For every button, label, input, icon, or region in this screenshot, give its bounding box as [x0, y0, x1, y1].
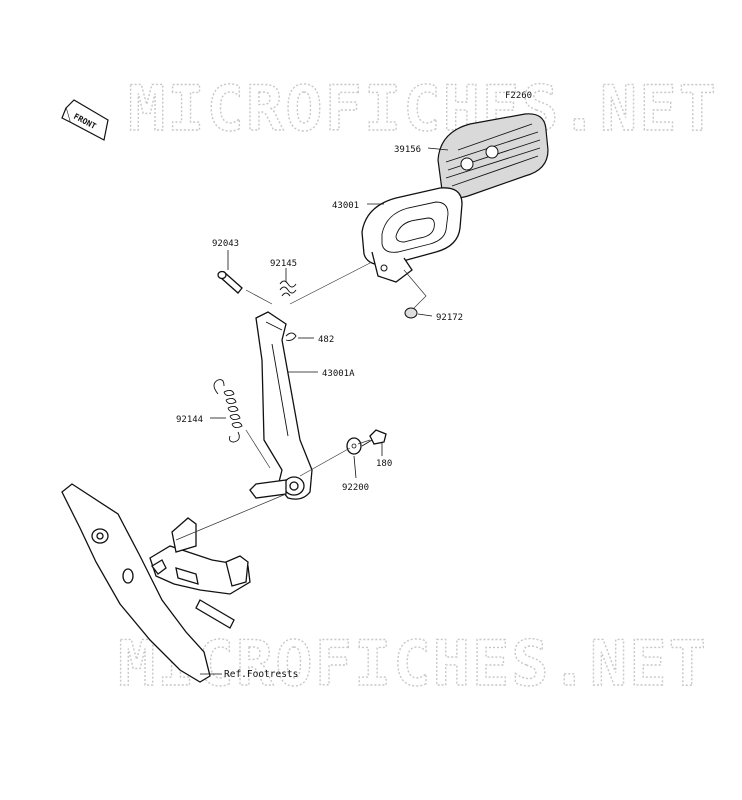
label-43001[interactable]: 43001	[332, 201, 359, 211]
part-92172	[404, 307, 418, 319]
label-92172[interactable]: 92172	[436, 313, 463, 323]
part-180	[361, 429, 387, 447]
part-92145	[279, 280, 297, 297]
part-43001A	[249, 311, 313, 500]
part-92200	[346, 437, 362, 455]
assembly-lines	[175, 261, 427, 541]
footrest-bracket	[61, 483, 251, 683]
watermark-top: MICROFICHES.NET	[128, 72, 718, 145]
part-482	[285, 332, 297, 341]
part-92144	[213, 379, 243, 443]
part-39156	[437, 113, 549, 199]
leader-lines	[200, 147, 449, 675]
watermark-bottom: MICROFICHES.NET	[118, 627, 708, 700]
label-43001A[interactable]: 43001A	[322, 369, 355, 379]
label-92043[interactable]: 92043	[212, 239, 239, 249]
part-43001	[361, 187, 463, 283]
label-482[interactable]: 482	[318, 335, 334, 345]
label-39156[interactable]: 39156	[394, 145, 421, 155]
label-180[interactable]: 180	[376, 459, 392, 469]
label-92144[interactable]: 92144	[176, 415, 203, 425]
part-92043	[217, 270, 243, 294]
label-92200[interactable]: 92200	[342, 483, 369, 493]
label-92145[interactable]: 92145	[270, 259, 297, 269]
front-arrow-icon: FRONT	[61, 99, 109, 141]
diagram-code: F2260	[505, 91, 532, 101]
label-ref-footrests[interactable]: Ref.Footrests	[224, 669, 298, 680]
